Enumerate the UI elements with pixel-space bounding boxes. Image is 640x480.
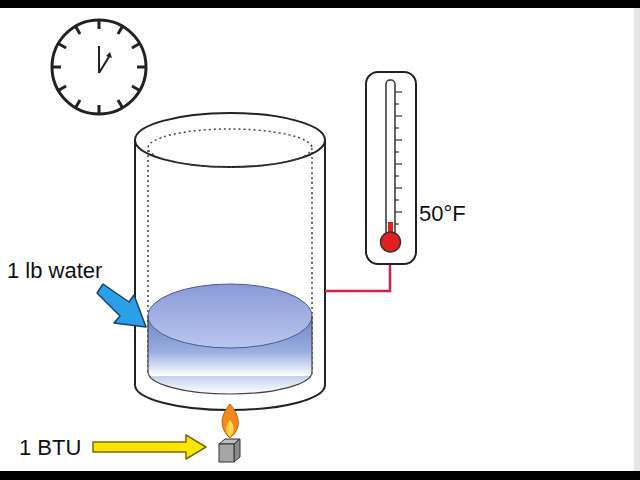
clock-tick bbox=[76, 26, 81, 34]
scale-tick bbox=[395, 187, 402, 188]
clock-tick bbox=[118, 100, 123, 108]
burner bbox=[219, 404, 240, 462]
clock-tick bbox=[52, 66, 61, 69]
clock-tick bbox=[118, 26, 123, 34]
frame-bar bbox=[0, 0, 640, 8]
temperature-label: 50°F bbox=[419, 203, 466, 225]
clock-tick bbox=[76, 100, 81, 108]
scale-tick bbox=[395, 151, 399, 152]
scale-tick bbox=[395, 199, 399, 200]
scale-tick bbox=[395, 163, 402, 164]
clock-tick bbox=[132, 86, 140, 91]
scale-tick bbox=[395, 91, 402, 92]
scale-tick bbox=[395, 115, 402, 116]
clock-tick bbox=[132, 44, 140, 49]
water bbox=[148, 284, 312, 394]
scale-tick bbox=[395, 223, 399, 224]
beaker-rim bbox=[135, 113, 325, 167]
beaker bbox=[135, 140, 325, 410]
heat-arrow bbox=[93, 435, 206, 459]
clock-tick bbox=[98, 20, 101, 29]
clock-tick bbox=[98, 105, 101, 114]
thermometer bbox=[366, 72, 416, 264]
scale-tick bbox=[395, 211, 402, 212]
clock-tick bbox=[137, 66, 146, 69]
clock-tick bbox=[58, 44, 66, 49]
scale-tick bbox=[395, 103, 399, 104]
clock bbox=[52, 20, 146, 114]
scale-tick bbox=[395, 175, 399, 176]
clock-tick bbox=[58, 86, 66, 91]
pointer-arrow bbox=[97, 284, 146, 327]
frame-edge bbox=[634, 8, 640, 471]
mass-label: 1 lb water bbox=[7, 260, 102, 282]
sensor-wire bbox=[325, 264, 390, 291]
energy-label: 1 BTU bbox=[19, 437, 81, 459]
scale-tick bbox=[395, 139, 402, 140]
scale-tick bbox=[395, 127, 399, 128]
frame-bar bbox=[0, 471, 640, 480]
